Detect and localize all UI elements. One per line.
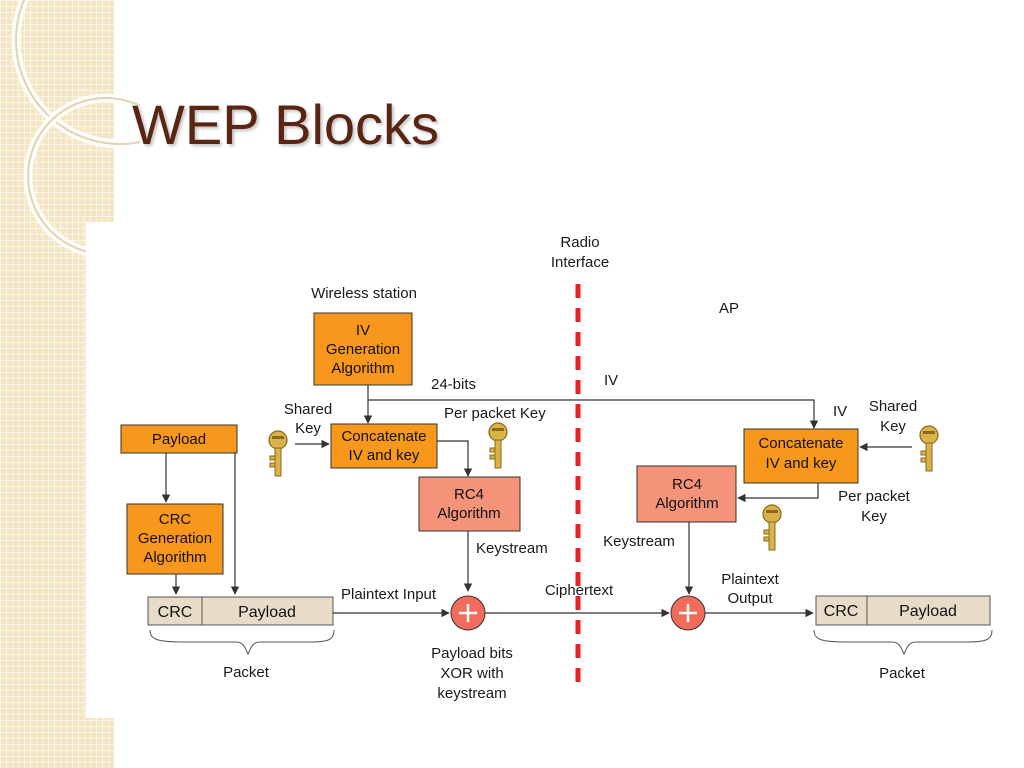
packet-right-label: Packet <box>879 665 926 682</box>
packet-left-payload <box>201 596 334 626</box>
iv-top-label: IV <box>604 372 618 389</box>
shared-key-right-icon <box>919 425 939 472</box>
slide-title: WEP Blocks <box>132 93 440 156</box>
24-bits-label: 24-bits <box>431 376 476 393</box>
packet-right-payload-label: Payload <box>899 603 957 620</box>
per-packet-key-right-icon <box>762 504 782 551</box>
packet-left-payload-label: Payload <box>238 604 296 621</box>
packet-right-crc-label: CRC <box>824 603 859 620</box>
keystream-left-label: Keystream <box>476 540 548 557</box>
keystream-right-label: Keystream <box>603 533 675 550</box>
rc4-right-box <box>636 465 737 523</box>
wireless-station-label: Wireless station <box>311 285 417 302</box>
concatenate-left-box <box>330 423 438 469</box>
concatenate-right-box <box>743 428 859 484</box>
iv-generation-box <box>313 312 413 386</box>
payload-box-label: Payload <box>152 431 206 448</box>
packet-left-crc-label: CRC <box>158 604 193 621</box>
per-packet-key-left-label: Per packet Key <box>444 405 546 422</box>
decorative-rings <box>11 0 140 259</box>
packet-left-label: Packet <box>223 664 270 681</box>
packet-right-payload <box>866 595 991 626</box>
packet-right-crc <box>815 595 868 626</box>
plaintext-input-label: Plaintext Input <box>341 586 437 603</box>
rc4-left-box <box>418 476 521 532</box>
shared-key-left-icon <box>268 430 288 477</box>
per-packet-key-left-icon <box>488 422 508 469</box>
payload-box <box>120 424 238 454</box>
ciphertext-label: Ciphertext <box>545 582 614 599</box>
ap-label: AP <box>719 300 739 317</box>
iv-right-label: IV <box>833 403 847 420</box>
crc-generation-box <box>126 503 224 575</box>
packet-left-crc <box>147 596 203 626</box>
